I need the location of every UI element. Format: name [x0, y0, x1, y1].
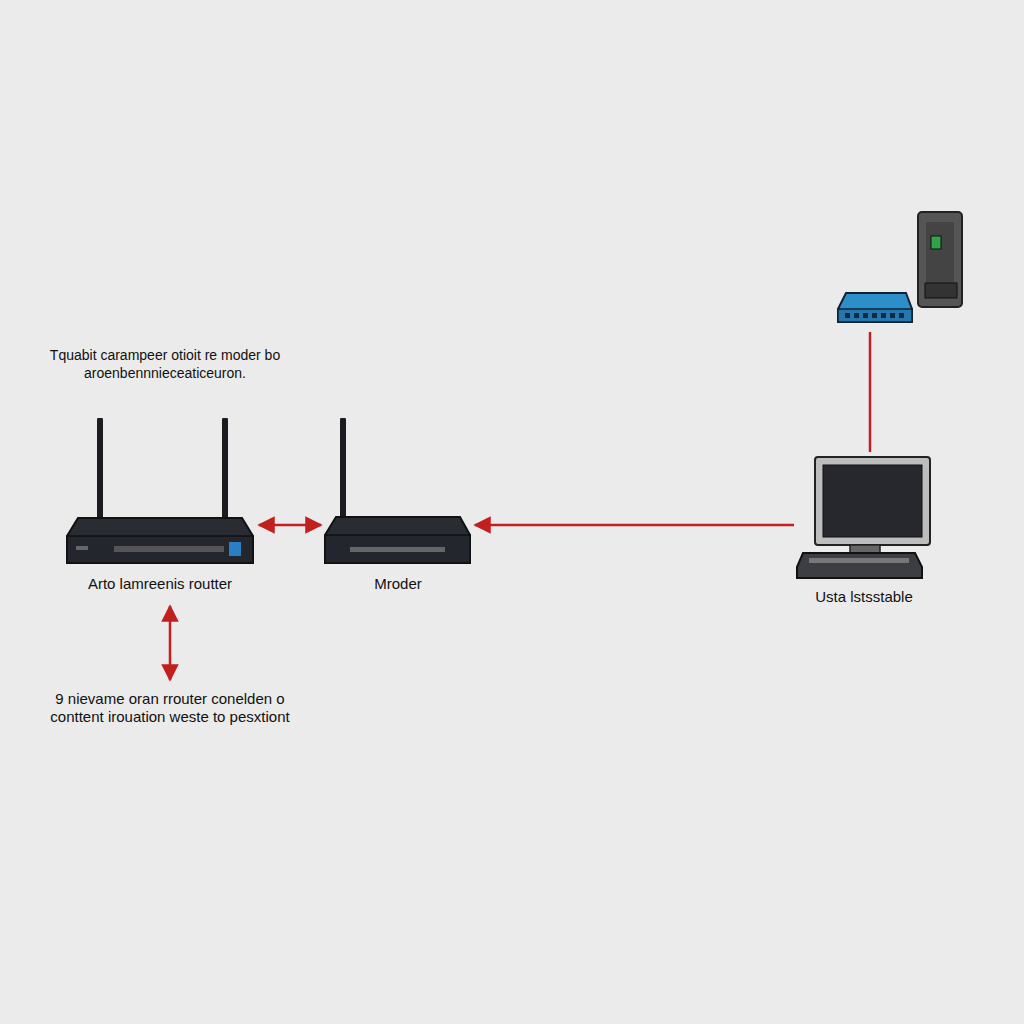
device-label: Mroder — [282, 575, 514, 593]
double-arrow — [169, 606, 172, 680]
device-icon — [795, 455, 933, 605]
device-label: Usta lstsstable — [755, 588, 973, 606]
computer-device: Usta lstsstable — [795, 455, 933, 605]
network-cable — [869, 332, 872, 452]
red-connector — [259, 524, 321, 527]
modem-device: Mroder — [322, 418, 474, 603]
network-switch — [838, 293, 912, 322]
red-connector — [475, 524, 794, 527]
note-text: Tquabit carampeer otioit re moder bo aro… — [20, 346, 310, 382]
note-text: 9 nievame oran rrouter conelden o contte… — [45, 690, 295, 726]
router-device: Arto lamreenis routter — [62, 418, 258, 603]
device-label: Arto lamreenis routter — [22, 575, 298, 593]
storage-device — [918, 212, 962, 307]
